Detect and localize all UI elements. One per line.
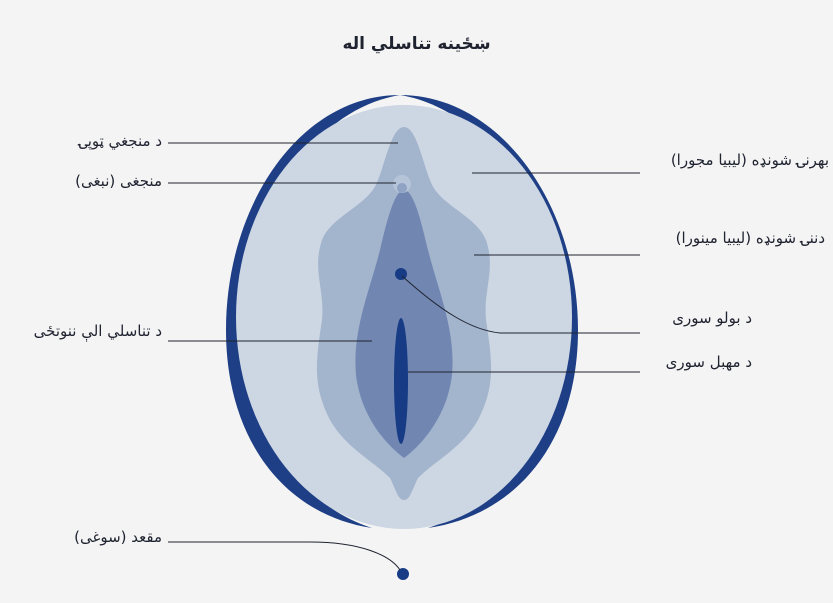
label-vaginal-opening: د مهبل سوری — [640, 352, 752, 372]
label-labia-majora: بهرنۍ شونډه (لیبیا مجورا) — [600, 150, 829, 170]
label-clitoral-hood: د منجغي ټوپۍ — [10, 131, 162, 151]
label-urethral-opening: د بولو سوری — [640, 308, 752, 328]
label-labia-minora: دننۍ شونډه (لیبیا مینورا) — [600, 228, 825, 248]
label-anus: مقعد (سوغی) — [10, 527, 162, 547]
clitoris-dot — [397, 183, 407, 193]
leader-anus — [168, 542, 400, 570]
label-clitoris: منجغی (نبغی) — [10, 171, 162, 191]
vaginal-opening-shape — [394, 318, 408, 444]
label-vulva: د تناسلي الې ننوتځی — [4, 321, 162, 341]
anus-dot — [397, 568, 409, 580]
diagram-title: ښځینه تناسلي اله — [0, 34, 833, 54]
